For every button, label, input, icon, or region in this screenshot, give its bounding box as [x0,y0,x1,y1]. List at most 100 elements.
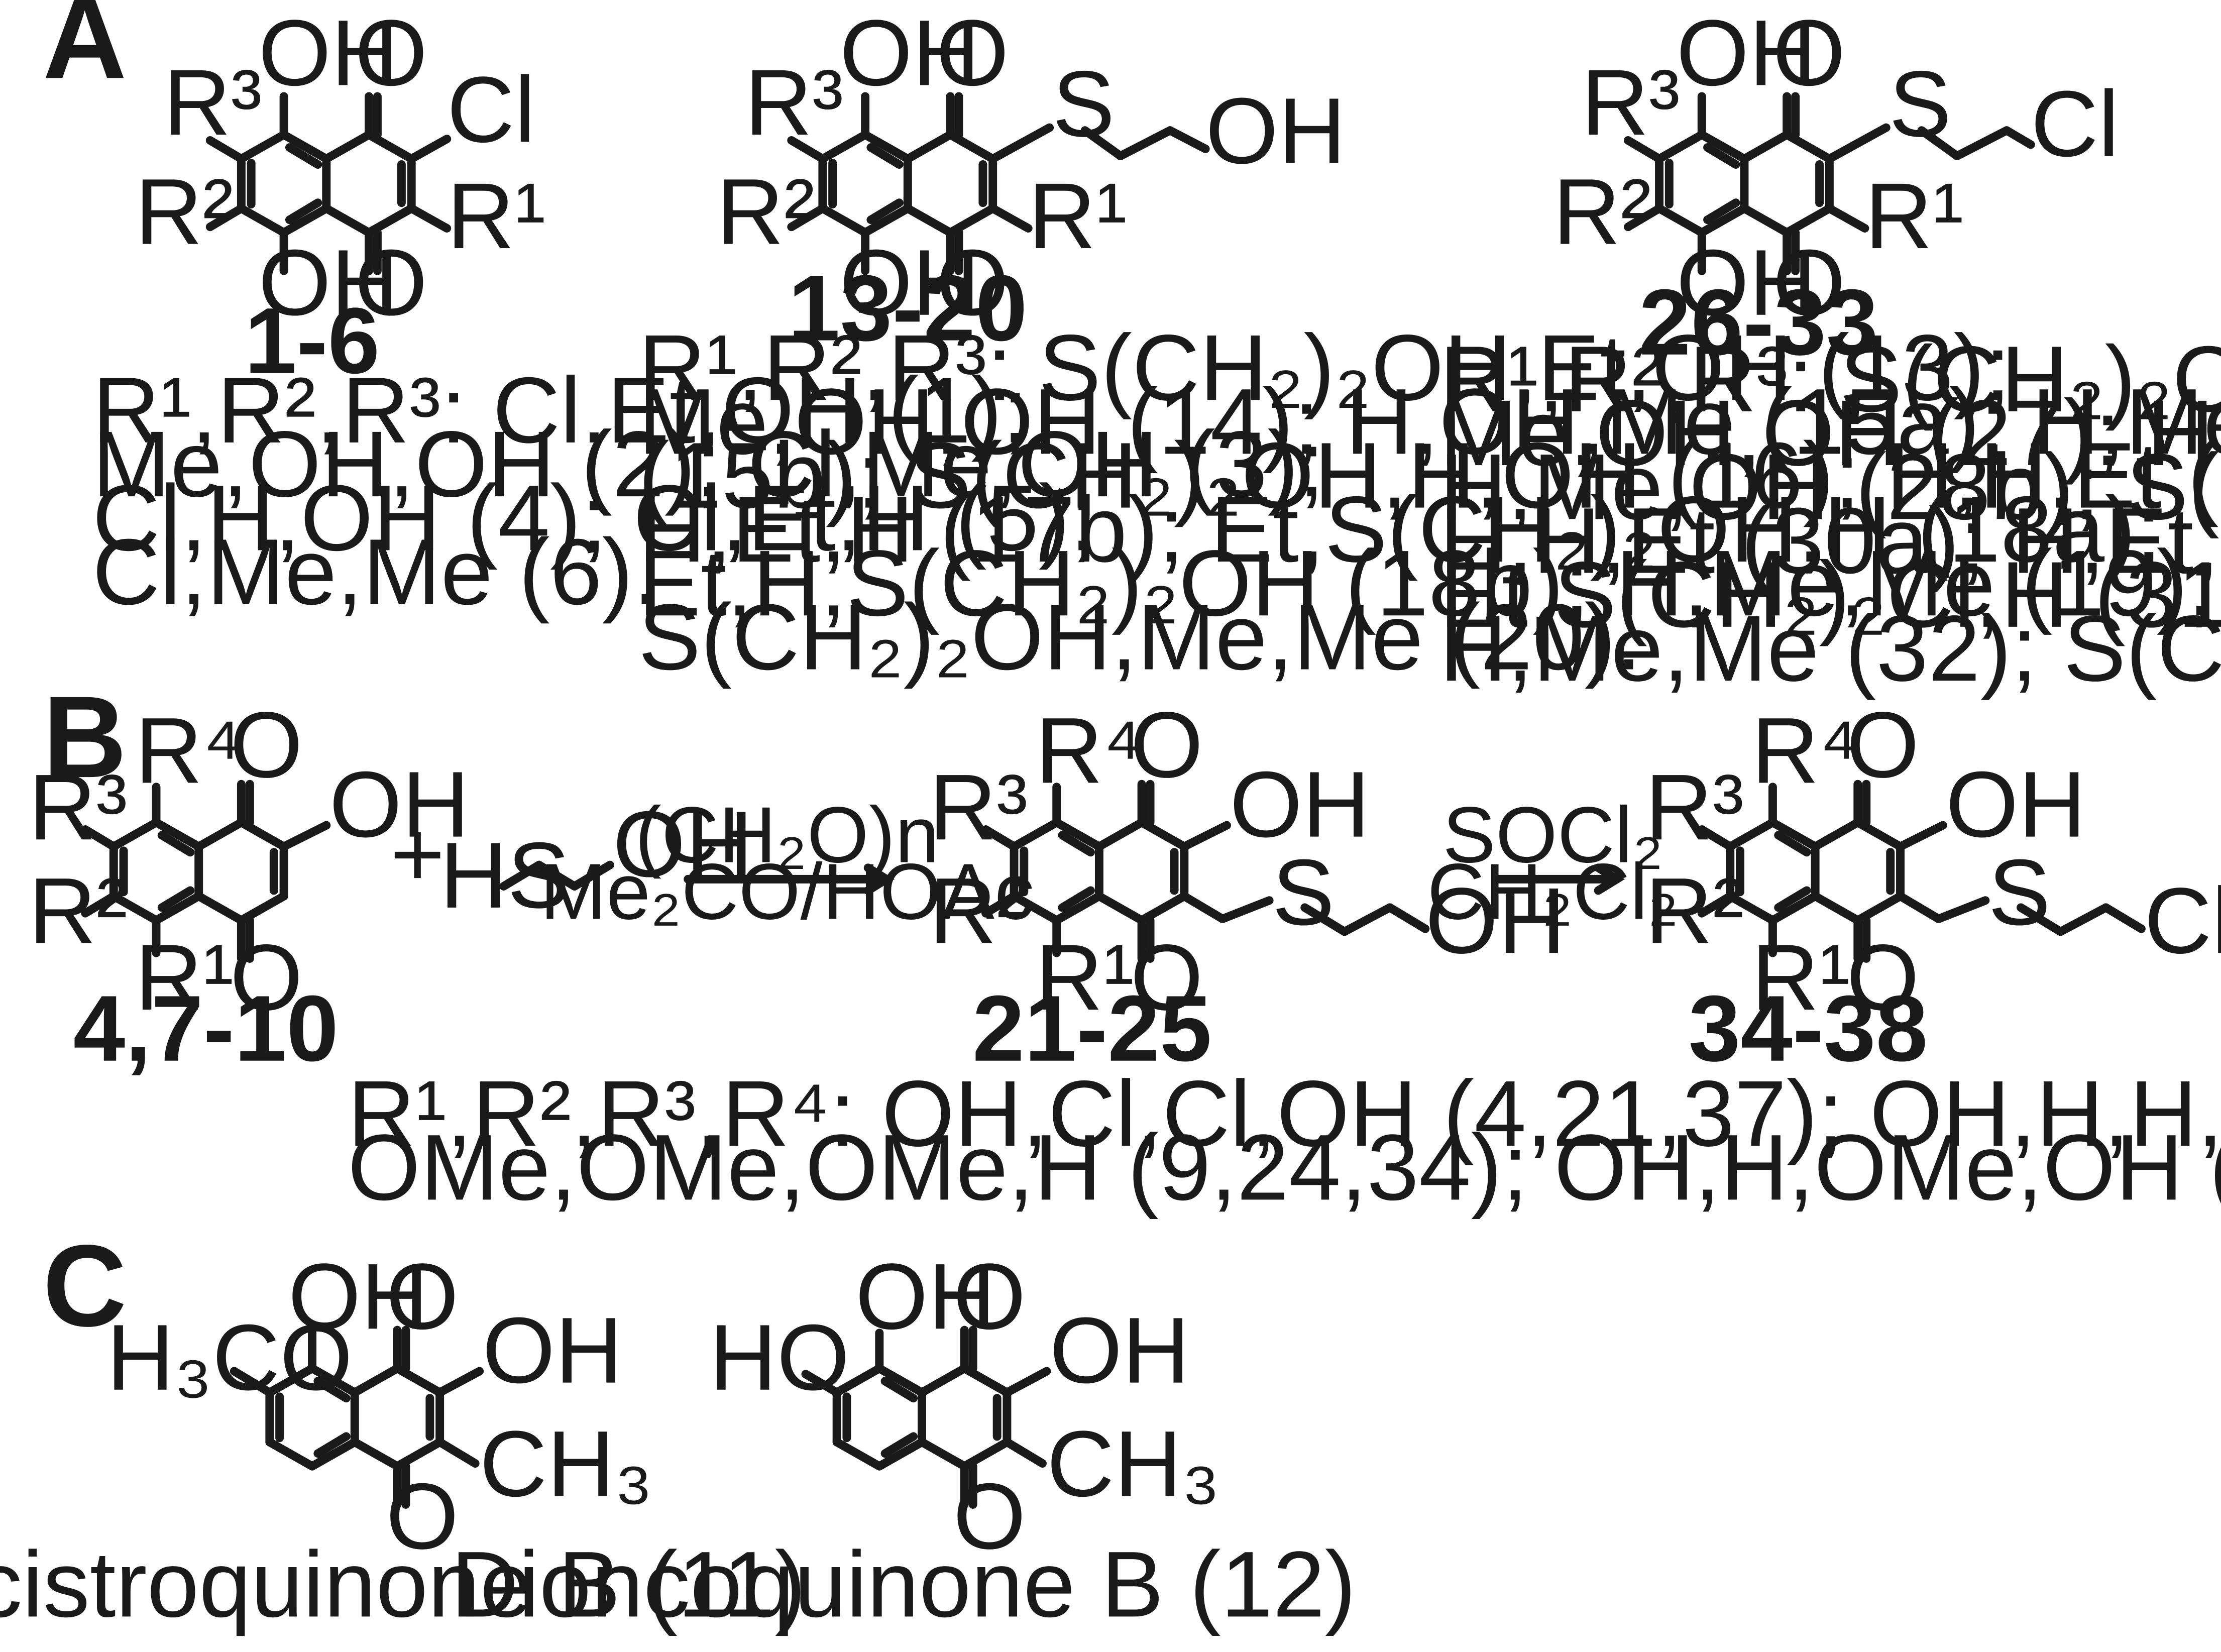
atom-oh-b2c: OH [1425,868,1566,973]
legend-a3-line: R¹,R²,R³: S(CH₂)₂Cl,Et,OH (26); [1439,327,2221,431]
structure-1-6 [205,92,452,275]
atom-r3-3: R³ [1581,50,1680,155]
reagent-paraformaldehyde: (CH₂O)n [635,790,939,879]
atom-oh-b1: OH [329,752,469,857]
atom-o-3: O [1772,1,1845,105]
legend-a2-line: R¹,R²,R³: S(CH₂)₂OH,Et,OH (13); [638,315,2011,420]
atom-o-c1: O [386,1244,459,1349]
atom-oh-1: OH [258,1,398,105]
atom-r2-3: R² [1553,160,1652,264]
atom-o-c1b: O [386,1464,459,1569]
atom-o-3b: O [1772,231,1845,335]
legend-a3-line: H,Me,OH (28b); S(CH₂)₂OH,H,OH (29); [1439,434,2221,539]
atom-oh-1b: OH [258,231,398,335]
legend-a3: R¹,R²,R³: S(CH₂)₂Cl,Et,OH (26); Me,OH,OH… [1439,327,2221,701]
legend-b-line: OMe,OMe,OMe,H (9,24,34); OH,H,OMe,OH (10… [348,1115,2221,1220]
atom-o-b2: O [1131,693,1203,797]
atom-o-c2: O [953,1244,1026,1349]
legend-a3-line: Et,S(CH₂)₂Cl,H (31a); Et,H,S(CH₂)₂Cl (31… [1439,542,2221,647]
legend-a3-line: H,H,Et (30a); H,Et,H (30b); [1439,489,2221,593]
atom-oh-c2: OH [855,1244,995,1349]
atom-r2-1: R² [135,160,234,264]
atom-r2-b3: R² [1645,858,1744,963]
atom-o-1: O [355,1,427,105]
atom-cl-1: Cl [447,57,535,162]
atom-cl-3: Cl [2031,72,2119,176]
atom-oh-b2: OH [1230,752,1370,857]
compound-label-1-6: 1-6 [245,288,380,393]
structure-26-33 [1623,92,2035,275]
atom-oh-3: OH [1676,1,1816,105]
legend-a2-line: S(CH₂)₂OH,Me,Me (20). [638,585,1642,690]
name-dioncoquinone-b: Dioncoquinone B (12) [451,1532,1356,1636]
atom-r1-b3: R¹ [1751,925,1850,1030]
atom-oh-c1: OH [288,1244,428,1349]
atom-r3-1: R³ [163,50,262,155]
atom-o-b3b: O [1846,925,1919,1030]
atom-r3-b2: R³ [929,755,1028,859]
atom-hs: HS [440,823,570,928]
atom-ho-c2: HO [709,1305,849,1410]
atom-cl-b3: Cl [2144,868,2221,973]
legend-a1-line: Me,OH,OH (2); Cl,Me,OH (3); [92,412,1324,516]
atom-oh-3b: OH [1676,231,1816,335]
compound-label-34-38: 34-38 [1689,976,1928,1081]
atom-o-b3: O [1846,693,1919,797]
compound-label-26-33: 26-33 [1639,270,1878,375]
structure-ancistroquinone-b [230,1326,484,1509]
atom-r4-b3: R⁴ [1751,698,1859,803]
atom-r1-b1: R¹ [135,925,234,1030]
atom-oh-2b: OH [840,231,980,335]
atom-o-b1: O [230,693,303,797]
atom-oh-b3: OH [1946,752,2086,857]
atom-ch3-c1: CH₃ [480,1411,653,1516]
atom-s-b2: S [1272,840,1335,945]
atom-r4-b2: R⁴ [1035,698,1143,803]
atom-r3-b1: R³ [29,755,128,859]
atom-r1-b2: R¹ [1035,925,1134,1030]
reagent-dichloromethane: CH₂Cl₂ [1427,847,1679,936]
atom-s-b3: S [1988,840,2051,945]
atom-o-c2b: O [953,1464,1026,1569]
legend-a1-line: Cl,H,OH (4); Cl,Et,H (5); [92,466,1096,570]
atom-r3-2: R³ [745,50,844,155]
legend-a2: R¹,R²,R³: S(CH₂)₂OH,Et,OH (13); Me,OH,OH… [638,315,2221,689]
reaction-arrow-2 [1492,863,1625,895]
reagent-acetone-acetic: Me₂CO/HOAc [540,847,1035,936]
name-ancistroquinone-b: Ancistroquinone B (11) [0,1532,806,1636]
atom-r1-2: R¹ [1028,164,1127,268]
atom-r1-3: R¹ [1865,164,1964,268]
legend-a2-line: Me,OH,OH (14); H,OH,Me (15a); H,Me,OH [638,369,2221,474]
legend-a2-line: (15b); S(CH₂)₂OH,H,OH (16); H,H,Et (17a)… [638,423,2221,528]
atom-r2-b1: R² [29,858,128,963]
legend-b-line: R¹,R²,R³,R⁴: OH,Cl,Cl,OH (4,21,37); OH,H… [348,1061,2221,1166]
atom-o-b1b: O [230,925,303,1030]
legend-a2-line: Et,H,S(CH₂)₂OH (18b); H,Me,Me (19); [638,531,2213,635]
panel-label-c: C [43,1221,127,1351]
structure-4-7-10 [81,780,331,963]
compound-label-13-20: 13-20 [788,256,1028,361]
plus-sign: + [390,802,445,906]
atom-r4-b1: R⁴ [135,698,243,803]
atom-oh-2c: OH [1205,79,1346,183]
compound-label-21-25: 21-25 [972,976,1212,1081]
legend-a2-line: H,Et,H (17b); Et,S(CH₂)₂OH,H (18a); [638,477,2162,582]
structure-21-25 [981,780,1430,963]
structure-34-38 [1697,780,2146,963]
atom-oh-c2b: OH [1050,1298,1190,1403]
legend-a3-line: Me,OH,OH (27); H,OH,Me (28a); [1439,381,2221,485]
atom-h3co-c1: H₃CO [106,1305,353,1410]
atom-o-b2b: O [1131,925,1203,1030]
panel-label-a: A [43,0,127,103]
legend-a3-line: H,Me,Me (32); S(CH₂)₂Cl,Me,Me (33). [1439,596,2221,701]
atom-o-2b: O [936,231,1009,335]
atom-r3-b3: R³ [1645,755,1744,859]
reaction-arrow-1 [684,863,895,895]
thiol-reagent [499,860,614,891]
atom-o-1b: O [355,231,427,335]
legend-a1-line: Cl,Me,Me (6). [92,520,659,624]
atom-s-3: S [1889,52,1951,156]
structure-13-20 [787,92,1210,275]
atom-ch3-c2: CH₃ [1047,1411,1220,1516]
